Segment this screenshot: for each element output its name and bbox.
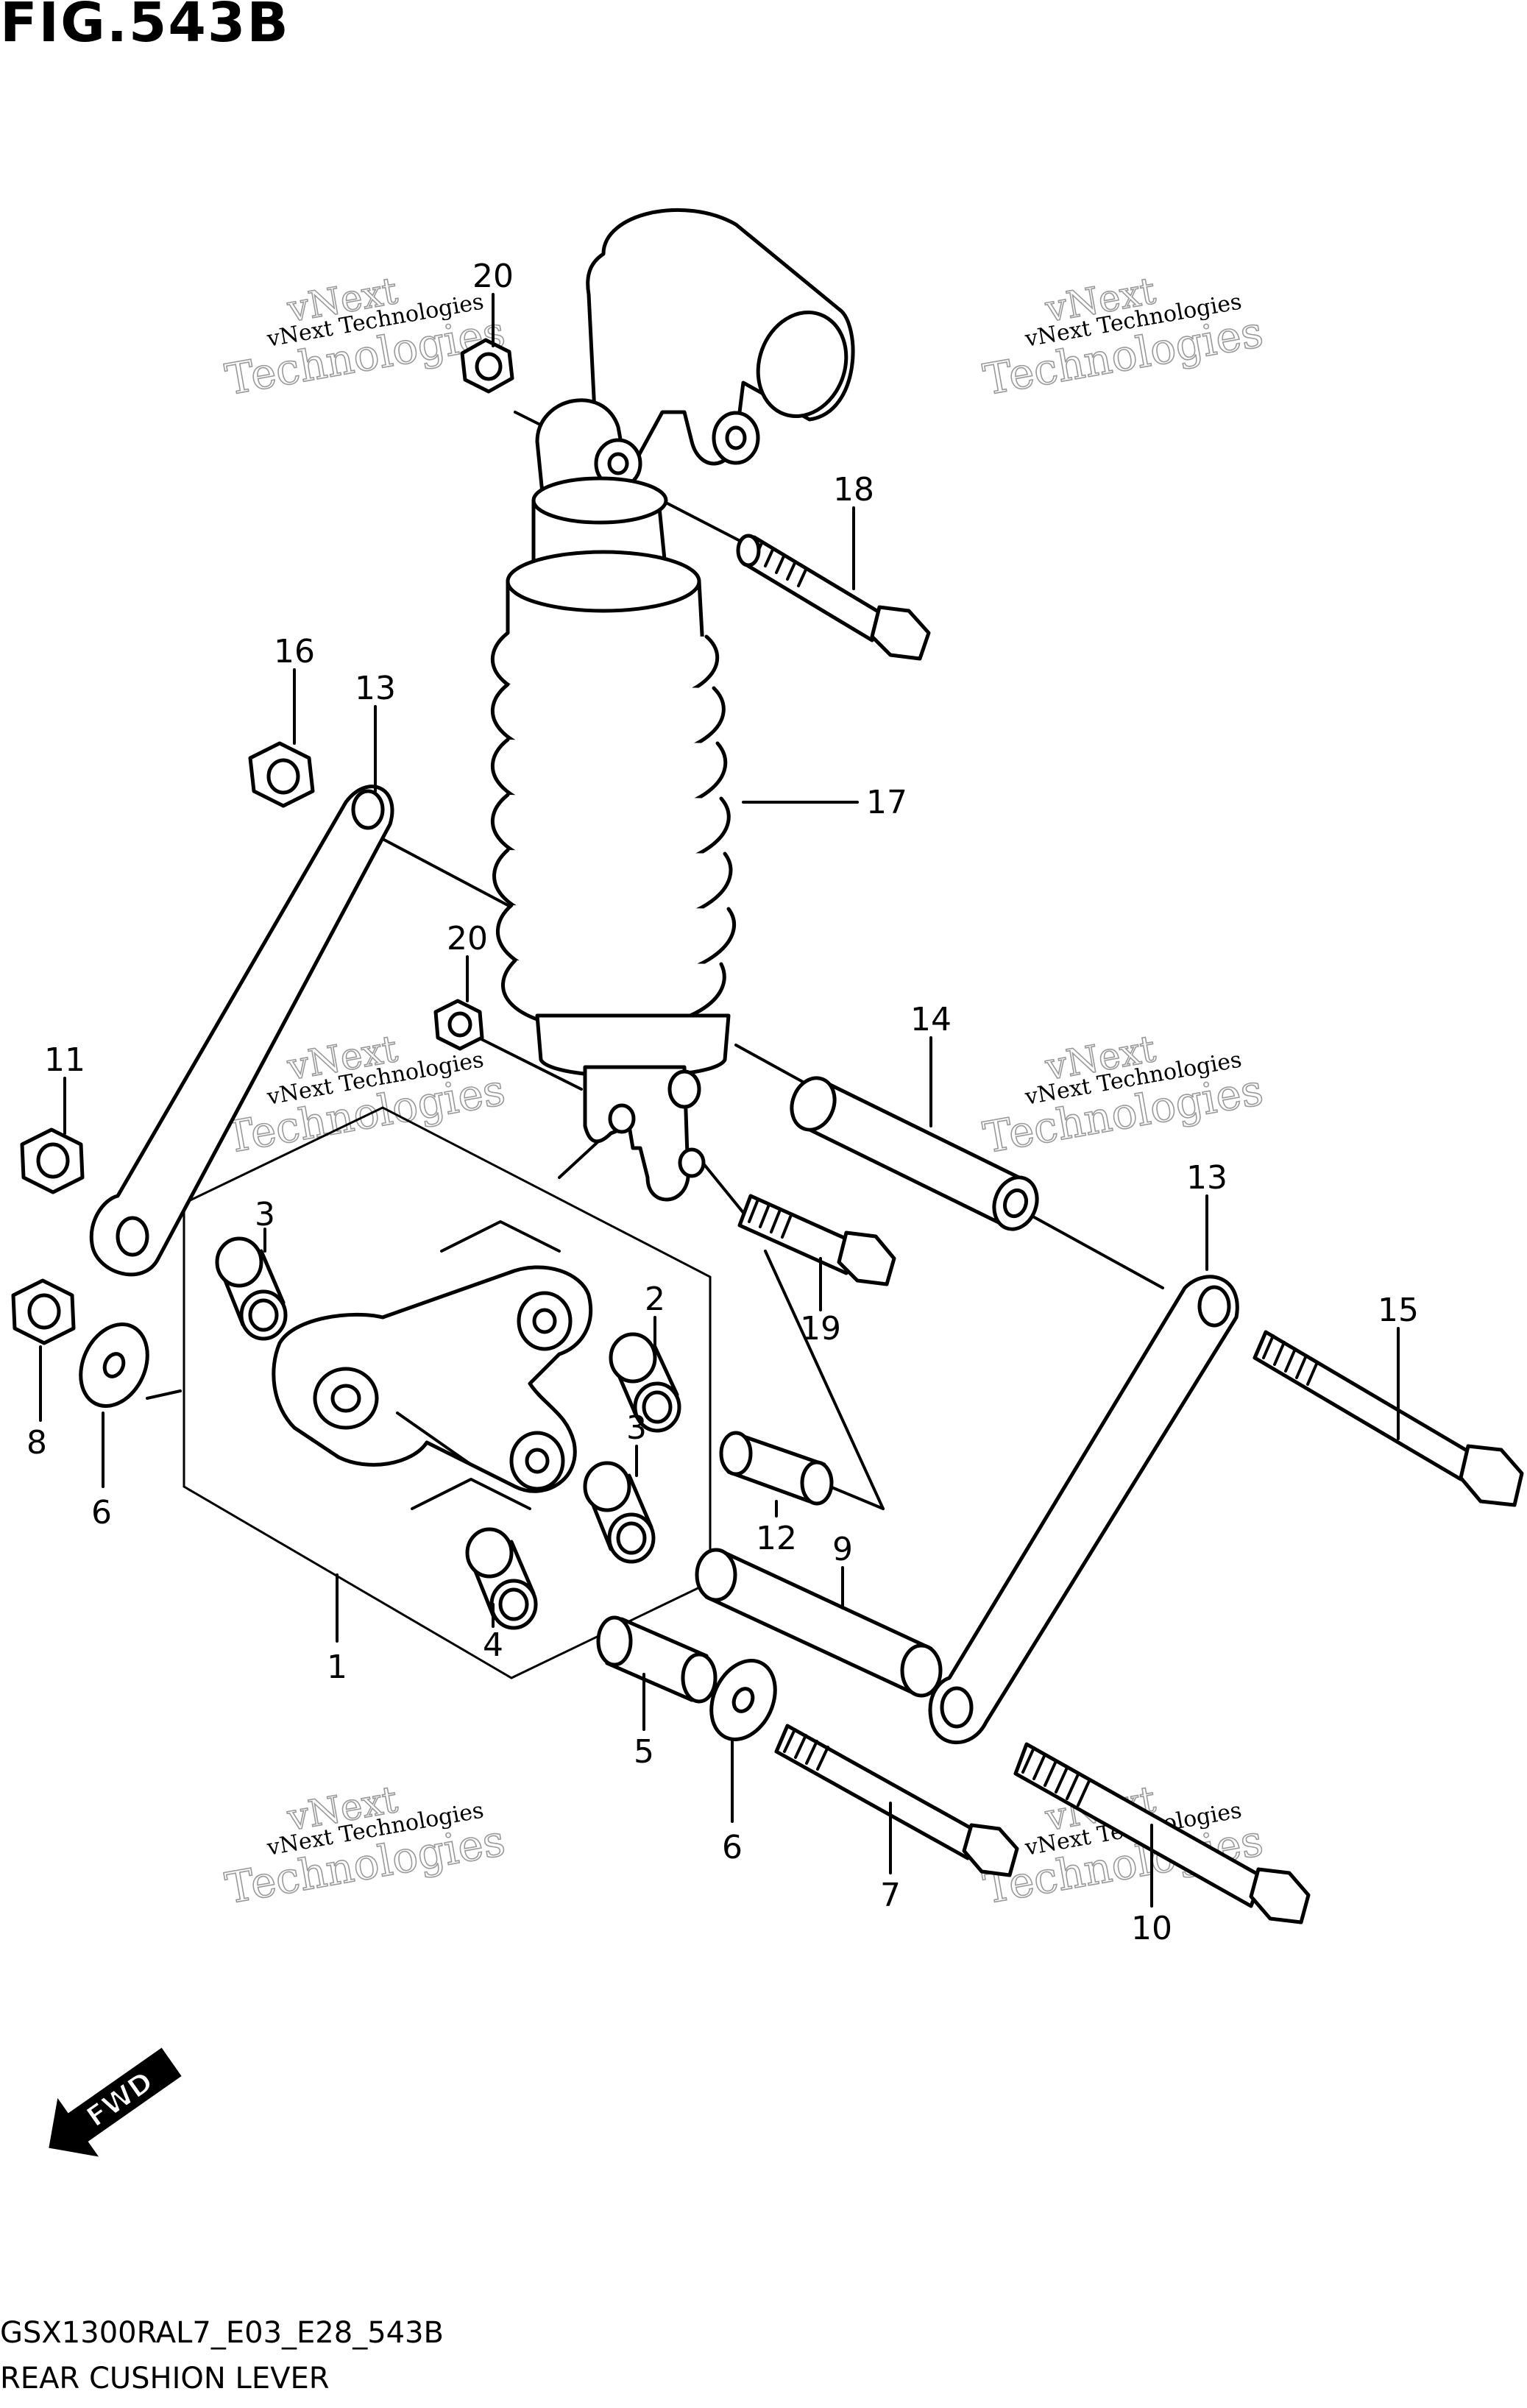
callouts: 20 18 16 13 17 20 11 14 13 3 2 19 15 8 6… xyxy=(26,258,1419,1947)
callout: 15 xyxy=(1378,1292,1419,1329)
bearing-3-upper xyxy=(215,1236,288,1341)
nut-8 xyxy=(11,1278,76,1345)
link-rod-13-left xyxy=(89,785,394,1277)
bearing-3-lower xyxy=(583,1461,656,1564)
watermark: vNext vNext Technologies Technologies xyxy=(221,1777,509,1914)
callout: 16 xyxy=(274,633,315,670)
callout: 13 xyxy=(1186,1159,1227,1197)
bolt-7 xyxy=(774,1724,1019,1877)
diagram-title: REAR CUSHION LEVER xyxy=(0,2362,330,2395)
watermark: vNext vNext Technologies Technologies xyxy=(979,1027,1266,1164)
nut-11 xyxy=(20,1127,85,1194)
fwd-label: FWD xyxy=(80,2065,159,2133)
watermark: vNext vNext Technologies Technologies xyxy=(979,269,1266,406)
link-rod-13-right xyxy=(928,1275,1239,1744)
callout: 14 xyxy=(910,1001,952,1038)
collar-12 xyxy=(719,1431,834,1506)
fwd-arrow-icon: FWD xyxy=(49,2047,182,2157)
callout: 6 xyxy=(91,1494,112,1531)
watermark: vNext vNext Technologies Technologies xyxy=(221,269,509,406)
callout: 5 xyxy=(634,1733,654,1771)
spring xyxy=(490,631,737,1033)
bearing-2 xyxy=(609,1332,681,1433)
callout: 8 xyxy=(26,1424,47,1462)
callout: 3 xyxy=(255,1196,275,1233)
callout: 3 xyxy=(626,1409,647,1447)
bearing-4 xyxy=(465,1527,538,1630)
collar-5 xyxy=(596,1615,718,1704)
callout: 18 xyxy=(833,471,874,509)
callout: 9 xyxy=(832,1531,853,1568)
nut-20-middle xyxy=(433,999,484,1051)
nut-20-top xyxy=(460,338,514,394)
callout: 10 xyxy=(1131,1910,1172,1947)
diagram-code: GSX1300RAL7_E03_E28_543B xyxy=(0,2316,444,2350)
callout-leaders xyxy=(39,293,1400,1908)
callout: 19 xyxy=(800,1310,841,1348)
cushion-lever xyxy=(272,1220,593,1510)
callout: 2 xyxy=(645,1281,665,1318)
figure-title: FIG.543B xyxy=(0,0,290,54)
collar-14 xyxy=(790,1076,1039,1231)
nut-16 xyxy=(248,741,315,808)
bolt-19 xyxy=(737,1194,896,1286)
callout: 20 xyxy=(472,258,514,295)
bolt-15 xyxy=(1253,1330,1524,1507)
bolt-18 xyxy=(736,534,931,661)
collar-9 xyxy=(695,1548,943,1698)
callout: 13 xyxy=(355,670,396,707)
bolt-10 xyxy=(1013,1742,1311,1924)
callout: 20 xyxy=(447,920,488,957)
washer-6-left xyxy=(79,1322,149,1408)
callout: 17 xyxy=(866,784,907,821)
callout: 12 xyxy=(756,1520,797,1557)
shock-absorber-17 xyxy=(490,208,855,1202)
callout: 4 xyxy=(483,1626,503,1664)
callout: 6 xyxy=(722,1829,743,1866)
callout: 11 xyxy=(44,1041,85,1079)
washer-6-right xyxy=(709,1659,777,1741)
callout: 1 xyxy=(327,1649,347,1686)
callout: 7 xyxy=(880,1877,901,1914)
